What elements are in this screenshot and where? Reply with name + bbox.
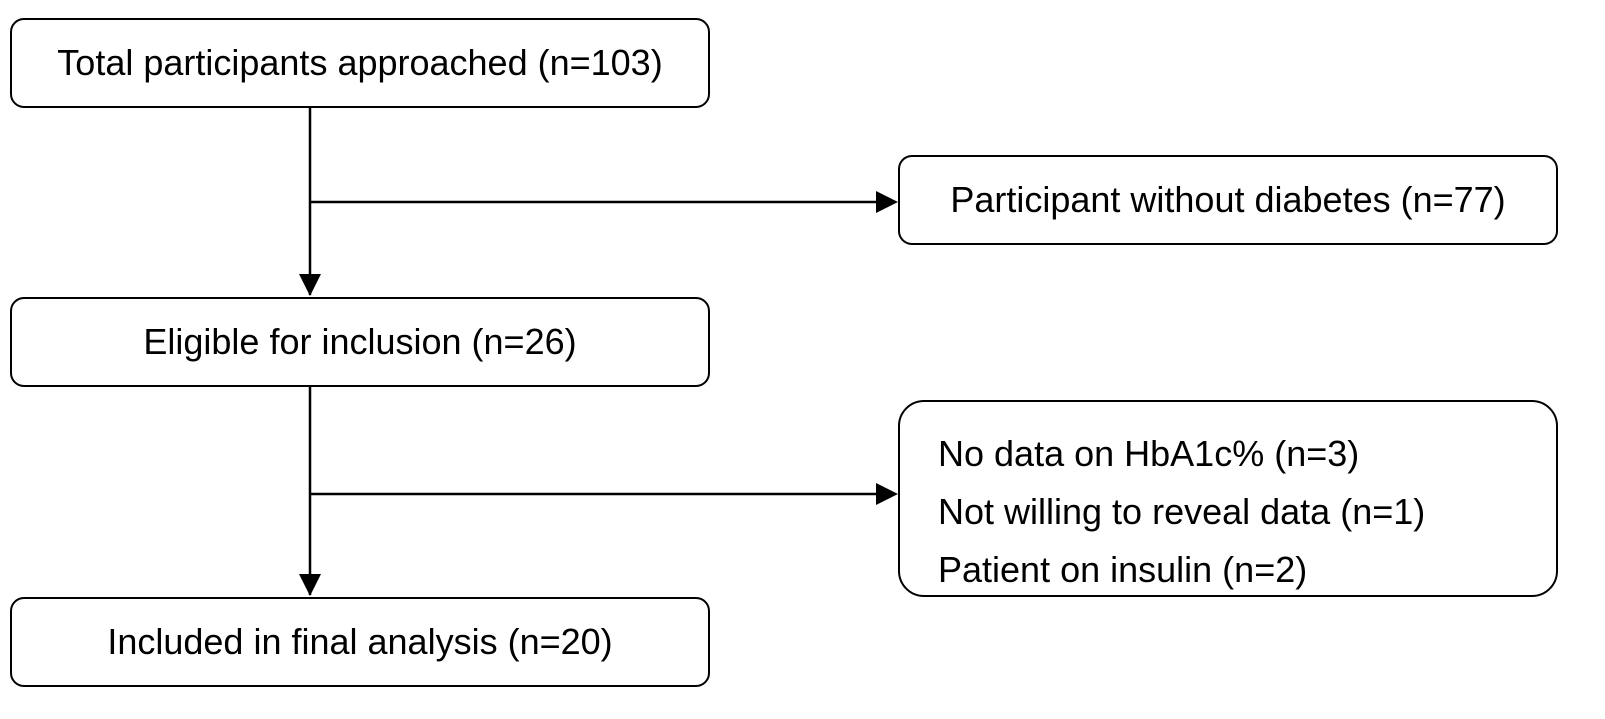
- arrowhead-down-final: [299, 574, 321, 596]
- exclusion-item: Not willing to reveal data (n=1): [938, 491, 1426, 532]
- box-total-approached: Total participants approached (n=103): [10, 18, 710, 108]
- box-final-analysis: Included in final analysis (n=20): [10, 597, 710, 687]
- arrowhead-right-excluded: [876, 483, 898, 505]
- box-total-approached-label: Total participants approached (n=103): [57, 42, 663, 83]
- box-final-analysis-label: Included in final analysis (n=20): [107, 621, 613, 662]
- exclusion-item: Patient on insulin (n=2): [938, 549, 1308, 590]
- box-without-diabetes: Participant without diabetes (n=77): [898, 155, 1558, 245]
- box-eligible-label: Eligible for inclusion (n=26): [143, 321, 577, 362]
- exclusion-item: No data on HbA1c% (n=3): [938, 433, 1360, 474]
- box-eligible: Eligible for inclusion (n=26): [10, 297, 710, 387]
- arrowhead-right-no-diabetes: [876, 191, 898, 213]
- box-without-diabetes-label: Participant without diabetes (n=77): [950, 179, 1506, 220]
- box-exclusions: No data on HbA1c% (n=3) Not willing to r…: [898, 400, 1558, 597]
- arrowhead-down-eligible: [299, 274, 321, 296]
